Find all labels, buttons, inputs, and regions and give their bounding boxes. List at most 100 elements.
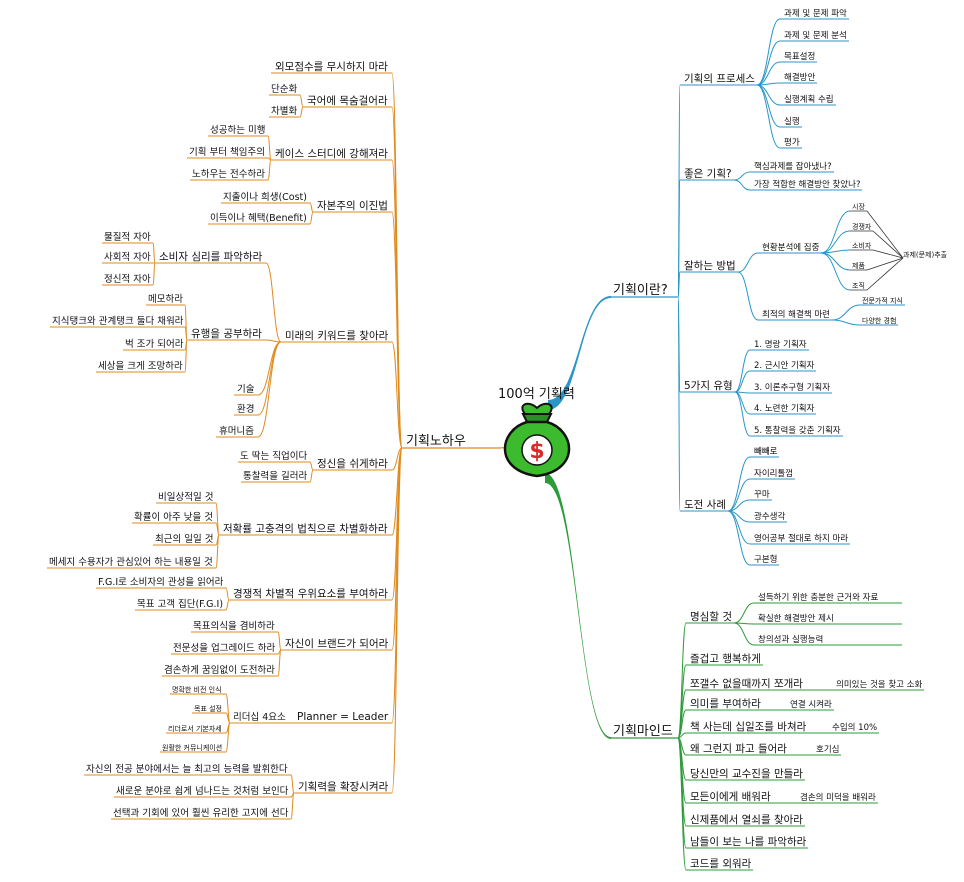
bottom-leaf-link [733,622,755,646]
left-leaf: F.G.I로 소비자의 관성을 읽어라 [98,577,224,588]
left-leaf-link [152,242,156,264]
top-leaf: 제품 [852,262,865,270]
bottom-leaf: 확실한 해결방안 제시 [758,614,834,624]
top-leaf: 핵심과제를 잡아냈나? [754,162,832,172]
bottom-leaf: 연결 시켜라 [790,700,832,710]
left-leaf: 벅 조가 되어라 [125,339,184,350]
left-node-2: 케이스 스터디에 강해져라 [275,148,388,160]
bottom-leaf: 창의성과 실행능력 [758,635,824,645]
left-leaf: 리더로서 기본자세 [168,725,222,733]
top-leaf: 자이리톨껌 [754,469,794,479]
bottom-node-10: 코드를 외워라 [690,858,752,870]
left-leaf-link [299,106,304,118]
left-leaf-link [267,159,272,181]
bottom-node-link-3 [677,709,687,739]
bottom-node-4: 책 사는데 십일조를 바쳐라 [690,721,807,733]
top-leaf: 광수생각 [754,512,786,522]
top-node-2: 잘하는 방법 [684,260,736,272]
top-leaf: 경쟁자 [852,223,872,231]
left-leaf-link [277,631,282,651]
top-leaf: 3. 이론추구형 기획자 [754,383,831,393]
top-leaf: 시장 [852,203,865,211]
bottom-node-9: 남들이 보는 나를 파악하라 [690,836,807,848]
left-leaf-link [184,339,188,373]
left-leaf-link [309,461,314,471]
left-leaf: 물질적 자아 [104,232,151,243]
left-node-1: 국어에 목숨걸어라 [307,95,388,107]
left-node-0: 외모점수를 무시하지 마라 [275,61,388,73]
left-node-link-3 [391,211,403,449]
bottom-node-1: 즐겁고 행복하게 [690,653,761,665]
top-leaf-link [831,304,861,321]
left-node-10: 기획력을 확장시켜라 [298,781,389,793]
bottom-node-link-10 [677,737,687,871]
left-leaf: 명확한 비전 인식 [172,686,222,694]
left-leaf: 이득이나 혜택(Benefit) [210,213,307,224]
branch-left-title: 기획노하우 [406,434,466,449]
top-node-link-4 [677,296,681,512]
left-leaf: 목표 고객 집단(F.G.I) [137,599,224,610]
top-leaf: 빼빼로 [754,447,778,457]
left-leaf-link [309,469,314,483]
left-node-link-10 [391,447,403,794]
top-leaf-link [733,179,751,191]
top-leaf: 2. 근시안 기획자 [754,361,815,371]
top-leaf: 다양한 경험 [862,317,897,325]
bottom-leaf: 호기심 [816,745,840,755]
top-leaf: 구본형 [754,555,778,565]
left-node-3: 자본주의 이진법 [317,200,388,212]
left-leaf-link [290,774,295,794]
left-leaf: 목표 설정 [194,705,222,713]
left-leaf: 통찰력을 길러라 [243,471,308,482]
top-leaf-link [756,84,781,149]
top-leaf-link [727,499,751,512]
left-leaf-link [152,262,156,286]
merge-link [866,210,904,259]
svg-text:$: $ [529,439,544,464]
top-sub-analysis: 현황분석에 집중 [762,243,820,253]
top-leaf: 과제 및 문제 분석 [784,31,847,41]
top-leaf: 영어공부 절대로 하지 마라 [754,534,849,544]
left-leaf-link [225,587,230,601]
top-leaf-link [756,61,781,86]
left-sub-1: 유행을 공부하라 [191,328,262,340]
top-leaf-link [756,18,781,86]
bottom-node-8: 신제품에서 열쇠를 찾아라 [690,814,803,826]
merge-link [872,230,904,259]
left-leaf: 지식탱크와 관계탱크 둘다 채워라 [52,316,184,327]
merge-link [872,249,904,259]
left-leaf: 새로운 분야로 쉽게 넘나드는 것처럼 보인다 [116,786,289,797]
top-leaf: 전문가적 지식 [862,297,903,305]
top-leaf: 4. 노련한 기획자 [754,404,815,414]
left-leaf: 세상을 크게 조망하라 [98,361,183,372]
bottom-node-2: 쪼갤수 없을때까지 쪼개라 [690,678,803,690]
top-leaf-link [820,252,851,271]
branch-bottom-title: 기획마인드 [613,724,673,739]
top-leaf: 해결방안 [784,73,816,83]
left-leaf: 정신적 자아 [104,274,151,285]
left-sub-link-3 [257,341,282,416]
top-leaf: 가장 적합한 해결방안 찾았나? [754,180,861,190]
left-node-9: Planner = Leader [297,711,389,723]
top-leaf: 1. 명랑 기획자 [754,340,807,350]
left-leaf-link [225,722,231,753]
top-leaf-link [734,391,751,437]
top-leaf: 5. 통찰력을 갖춘 기획자 [754,426,841,436]
bottom-node-5: 왜 그런지 파고 들어라 [690,743,787,755]
merge-node: 과제(문제)추출 [903,251,948,259]
top-leaf-link [756,40,781,86]
left-leaf: 지출이나 희생(Cost) [223,192,307,203]
top-node-link-2 [677,271,681,298]
left-leaf-link [215,534,220,569]
left-leaf: 기획 부터 책임주의 [189,147,265,158]
bottom-node-3: 의미를 부여하라 [690,698,761,710]
left-leaf-link [299,94,304,108]
top-leaf: 조직 [852,282,865,290]
left-leaf: 단순화 [271,84,298,95]
left-node-7: 경쟁적 차별적 우위요소를 부여하라 [233,588,388,600]
bottom-node-7: 모든이에게 배워라 [690,791,771,803]
top-leaf-link [820,230,851,254]
top-node-4: 도전 사례 [684,499,726,511]
top-leaf: 실행 [784,117,800,127]
